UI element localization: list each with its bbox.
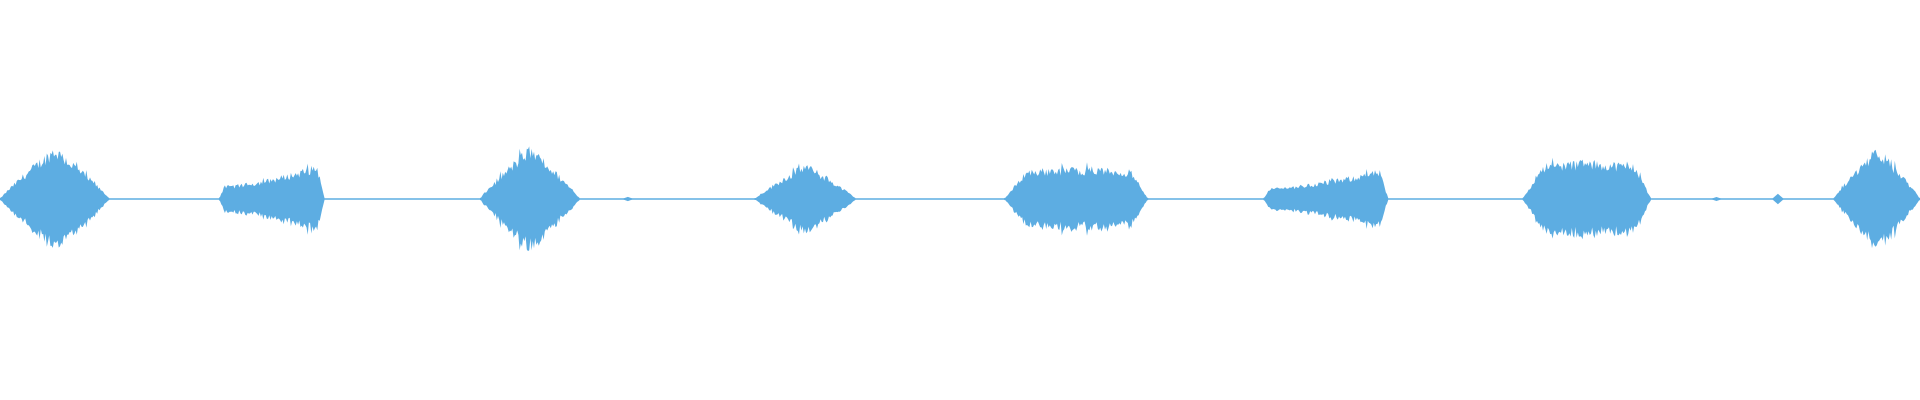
- waveform-blip-2: [1005, 195, 1018, 203]
- waveform-burst-1: [0, 150, 110, 248]
- waveform-burst-3: [480, 146, 580, 252]
- waveform-blip-1: [621, 196, 634, 202]
- waveform-blip-4: [1771, 193, 1784, 205]
- waveform-burst-4: [754, 163, 856, 235]
- waveform-burst-5: [1004, 162, 1149, 236]
- waveform-burst-8: [1833, 149, 1920, 249]
- waveform-burst-6: [1263, 169, 1389, 229]
- waveform-bursts: [0, 146, 1920, 252]
- waveform-blips: [621, 193, 1784, 205]
- waveform-burst-7: [1522, 157, 1651, 240]
- waveform-blip-3: [1710, 197, 1723, 201]
- waveform-burst-2: [218, 163, 325, 235]
